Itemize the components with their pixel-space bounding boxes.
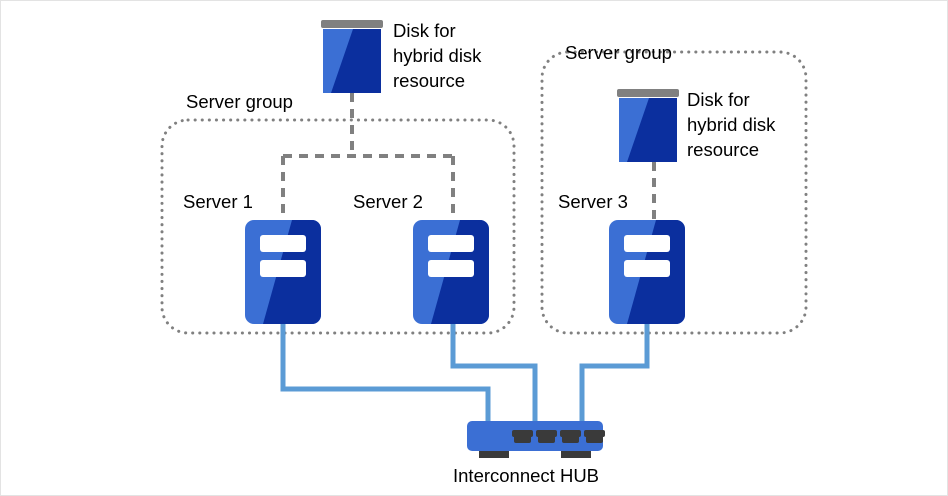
- server-group-box-right: [540, 50, 808, 335]
- server-group-label-right: Server group: [565, 42, 672, 63]
- server-group-box-left: [160, 118, 516, 335]
- hub-ports: [512, 430, 605, 443]
- interconnect-hub-icon: [467, 421, 605, 458]
- disk-right-icon: [617, 89, 679, 162]
- server-2-icon: [413, 220, 489, 324]
- server-3-label: Server 3: [558, 191, 628, 212]
- disk-right-label: Disk for hybrid disk resource: [687, 89, 776, 160]
- interconnect-hub-label: Interconnect HUB: [453, 465, 600, 486]
- server-2-label: Server 2: [353, 191, 423, 212]
- cable-server-3-to-hub: [579, 323, 650, 422]
- server-group-label-left: Server group: [186, 91, 293, 112]
- disk-top-icon: [321, 20, 383, 93]
- disk-top-label: Disk for hybrid disk resource: [393, 20, 482, 91]
- server-3-icon: [609, 220, 685, 324]
- cable-server-1-to-hub: [280, 323, 491, 422]
- cable-server-2-to-hub: [450, 323, 538, 422]
- server-1-icon: [245, 220, 321, 324]
- server-1-label: Server 1: [183, 191, 253, 212]
